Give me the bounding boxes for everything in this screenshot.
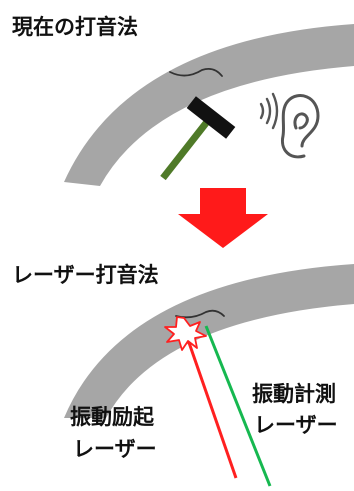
crack-bottom (175, 309, 225, 319)
measurement-laser-label-line2: レーザー (254, 413, 338, 437)
crack-top (169, 67, 223, 77)
current-method-title: 現在の打音法 (12, 15, 138, 39)
impact-burst-icon (164, 316, 207, 351)
excitation-laser-label-line1: 振動励起 (70, 405, 155, 429)
tunnel-wall-bottom (64, 264, 354, 418)
excitation-laser-label-line2: レーザー (73, 437, 157, 461)
ear-icon (280, 94, 320, 159)
laser-method-title: レーザー打音法 (12, 263, 159, 287)
measurement-laser-label-line1: 振動計測 (252, 382, 336, 406)
laser-method-panel: レーザー打音法 振動励起 レーザー 振動計測 レーザー (12, 263, 354, 487)
hammer-icon (160, 96, 236, 181)
measurement-laser-beam (204, 325, 272, 487)
excitation-laser-beam (184, 333, 238, 479)
current-method-panel: 現在の打音法 (12, 15, 354, 186)
tunnel-wall-top (64, 24, 354, 186)
sound-waves-icon (259, 92, 279, 130)
down-arrow-icon (178, 188, 268, 248)
